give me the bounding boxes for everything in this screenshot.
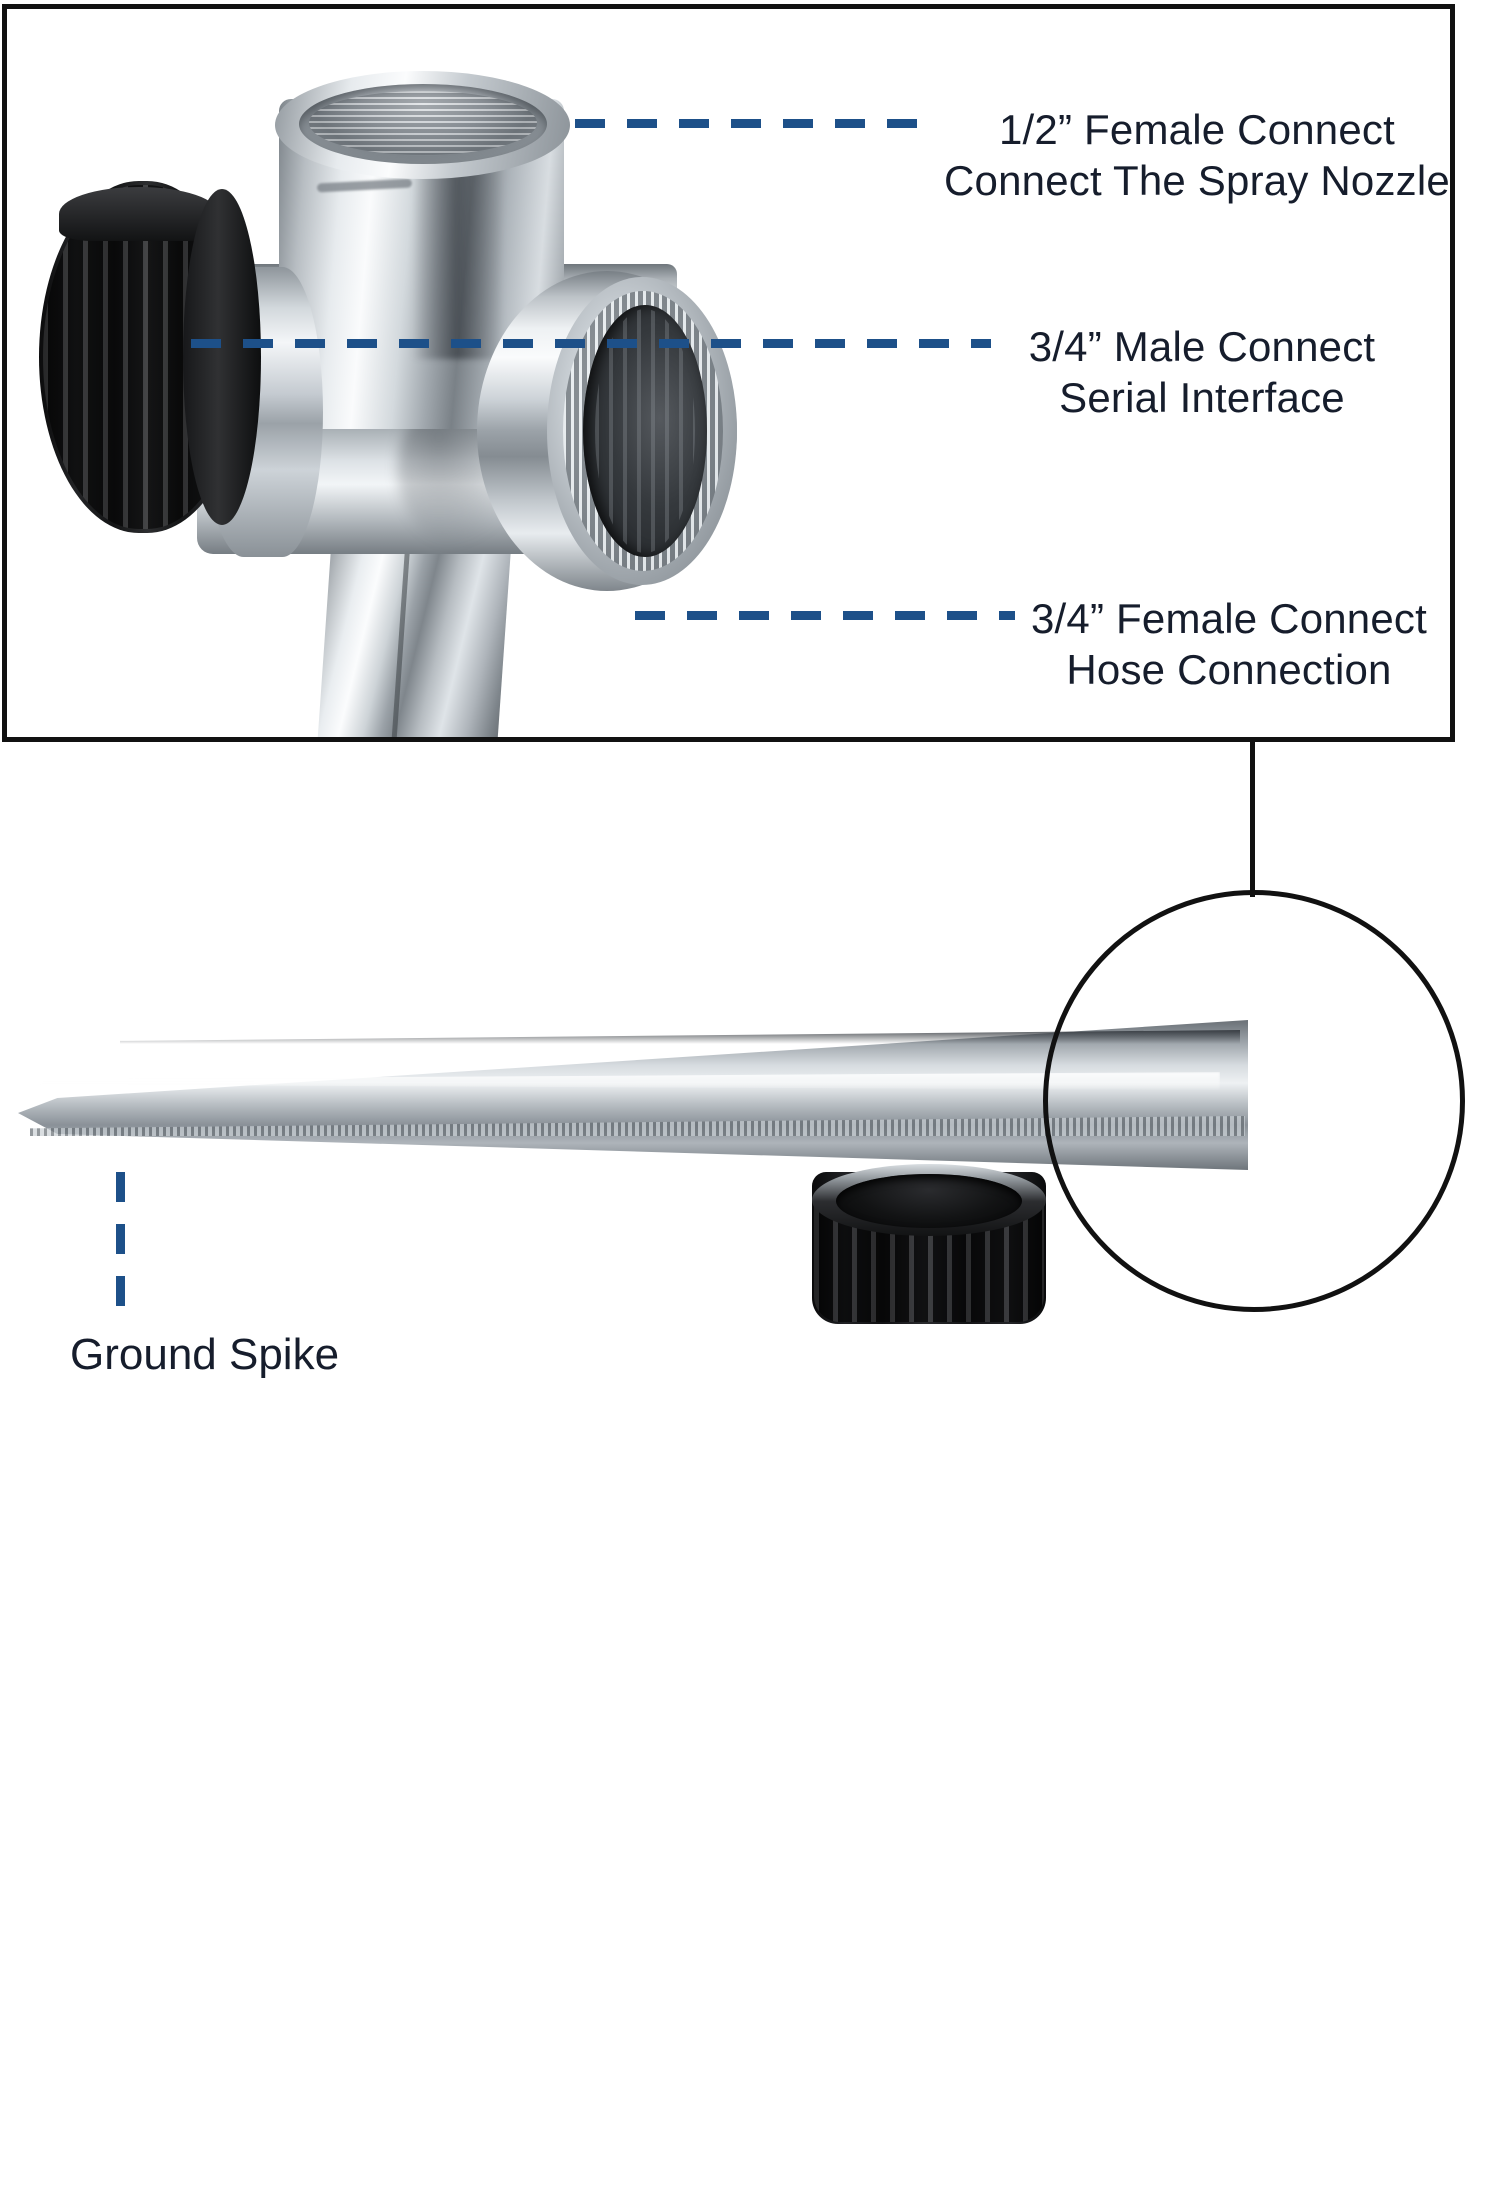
callout-half-inch-female-line2: Connect The Spray Nozzle: [944, 157, 1450, 205]
callout-three-quarter-female-line2: Hose Connection: [1066, 646, 1392, 694]
callout-three-quarter-male-line2: Serial Interface: [1059, 374, 1345, 422]
leader-line-half-inch-female: [575, 119, 933, 128]
top-female-port-bore: [299, 84, 547, 164]
leader-line-three-quarter-female: [635, 611, 1015, 620]
black-knurled-nut-face: [183, 189, 261, 525]
callout-half-inch-female: 1/2” Female Connect Connect The Spray No…: [937, 104, 1450, 206]
top-female-port-threads: [309, 91, 537, 155]
infographic-root: 1/2” Female Connect Connect The Spray No…: [2, 4, 1465, 1379]
callout-three-quarter-female: 3/4” Female Connect Hose Connection: [1000, 593, 1450, 695]
leader-line-ground-spike: [116, 1172, 125, 1322]
callout-half-inch-female-line1: 1/2” Female Connect: [999, 106, 1395, 153]
black-cap-nut-bore: [836, 1174, 1022, 1228]
magnified-detail-circle: [1043, 890, 1465, 1312]
leader-line-three-quarter-male: [191, 339, 991, 348]
valve-neck-shading: [412, 159, 502, 359]
valve-product-photo: [7, 9, 767, 737]
black-knurled-nut-top: [59, 187, 219, 241]
product-detail-panel: 1/2” Female Connect Connect The Spray No…: [2, 4, 1455, 742]
callout-three-quarter-male-line1: 3/4” Male Connect: [1028, 323, 1376, 370]
right-female-port-bore-ridges: [595, 309, 695, 553]
ground-spike-label: Ground Spike: [70, 1330, 340, 1379]
callout-three-quarter-female-line1: 3/4” Female Connect: [1031, 595, 1427, 642]
callout-three-quarter-male: 3/4” Male Connect Serial Interface: [992, 321, 1412, 423]
magnifier-connector-line: [1250, 742, 1255, 897]
